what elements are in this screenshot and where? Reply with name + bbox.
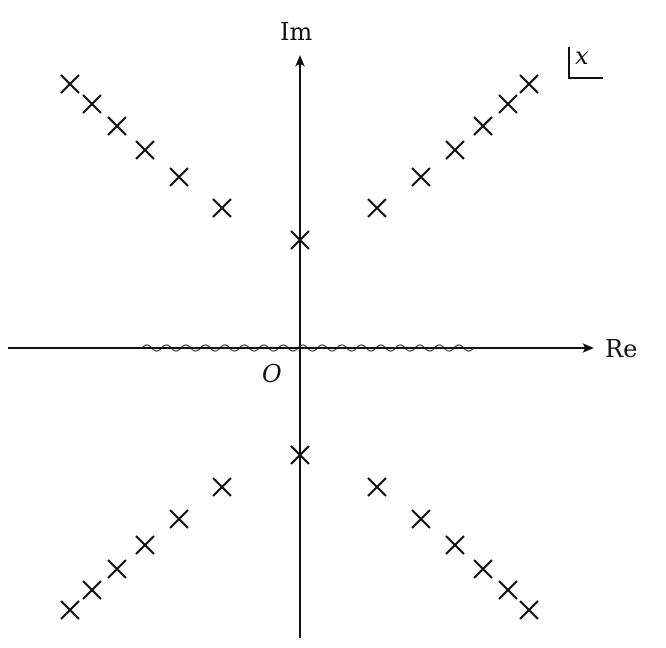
pole-cross-icon — [290, 230, 310, 250]
pole-cross-icon — [82, 94, 102, 114]
poles-group — [60, 74, 539, 620]
pole-cross-icon — [473, 559, 493, 579]
origin-label: O — [262, 360, 282, 388]
pole-cross-icon — [498, 94, 518, 114]
pole-cross-icon — [411, 167, 431, 187]
real-axis-label: Re — [605, 335, 638, 363]
pole-cross-icon — [411, 509, 431, 529]
variable-label: x — [575, 42, 589, 70]
pole-cross-icon — [290, 445, 310, 465]
pole-cross-icon — [169, 167, 189, 187]
variable-corner-box — [568, 47, 603, 79]
pole-cross-icon — [498, 580, 518, 600]
pole-cross-icon — [367, 477, 387, 497]
pole-cross-icon — [519, 74, 539, 94]
pole-cross-icon — [169, 509, 189, 529]
pole-cross-icon — [212, 198, 232, 218]
pole-cross-icon — [107, 559, 127, 579]
imaginary-axis-label: Im — [280, 18, 313, 46]
pole-cross-icon — [519, 600, 539, 620]
pole-cross-icon — [60, 74, 80, 94]
pole-cross-icon — [445, 140, 465, 160]
pole-cross-icon — [135, 535, 155, 555]
pole-cross-icon — [135, 140, 155, 160]
pole-cross-icon — [367, 198, 387, 218]
pole-cross-icon — [473, 116, 493, 136]
pole-cross-icon — [107, 116, 127, 136]
pole-cross-icon — [445, 535, 465, 555]
pole-cross-icon — [82, 580, 102, 600]
pole-cross-icon — [60, 600, 80, 620]
pole-cross-icon — [212, 477, 232, 497]
